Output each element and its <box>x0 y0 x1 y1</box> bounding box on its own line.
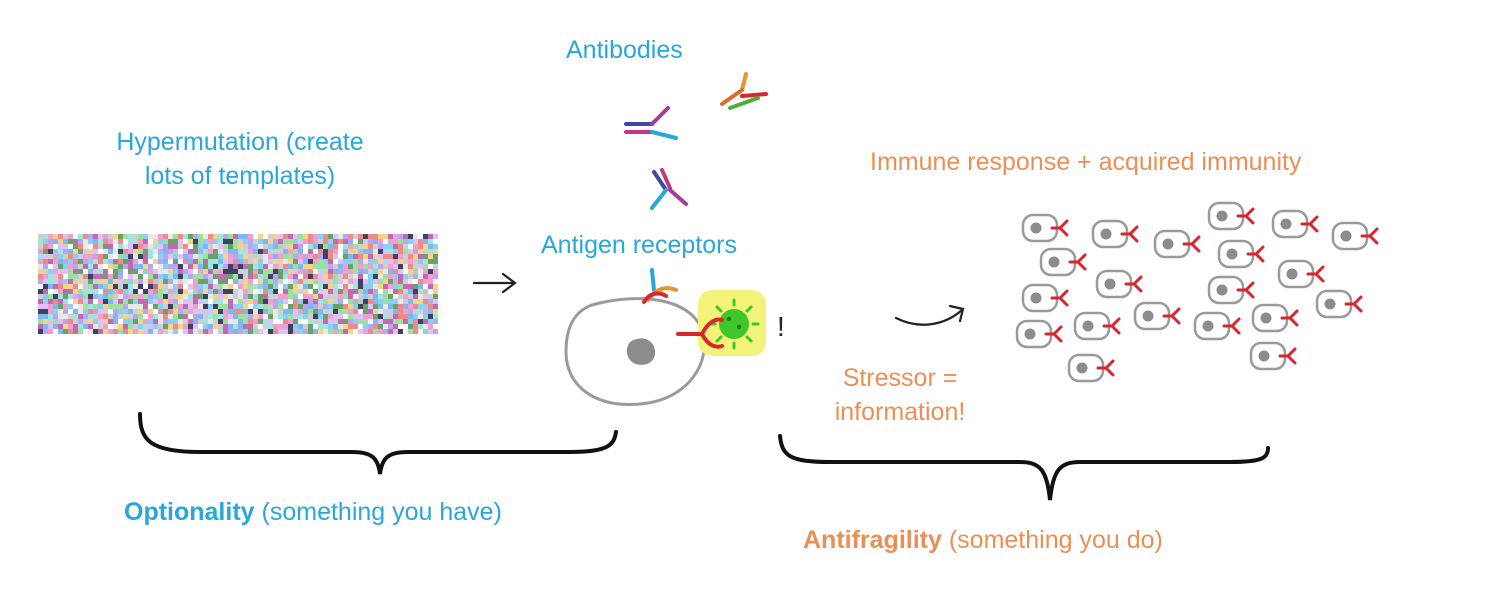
stressor-label-line1: Stressor = <box>842 364 958 392</box>
optionality-term: Optionality <box>124 498 255 526</box>
immune-cell-icon <box>1207 201 1255 231</box>
hypermutation-label-line1: Hypermutation (create <box>116 128 364 156</box>
pathogen-icon <box>708 298 760 350</box>
antibody-icon <box>624 106 678 140</box>
immune-cell-icon <box>1315 289 1363 319</box>
immune-cell-icon <box>1251 303 1299 333</box>
immune-cell-icon <box>1249 341 1297 371</box>
antibody-icon <box>720 72 768 110</box>
stressor-label-line2: information! <box>834 398 966 426</box>
immune-cell-icon <box>1095 269 1143 299</box>
immune-cell-icon <box>1021 213 1069 243</box>
stressor-label: Stressor = information! <box>790 362 1010 428</box>
antigen-receptors-label: Antigen receptors <box>541 231 737 259</box>
immune-cell-icon <box>1067 353 1115 383</box>
arrow-to-immune-response-icon <box>894 304 965 326</box>
arrow-to-cell-icon <box>472 272 517 294</box>
immune-cell-icon <box>1331 221 1379 251</box>
antifragility-description: (something you do) <box>941 526 1163 554</box>
optionality-brace <box>138 412 618 475</box>
antifragility-caption: Antifragility (something you do) <box>803 524 1163 556</box>
immune-cell-icon <box>1217 239 1265 269</box>
hypermutation-label: Hypermutation (create lots of templates) <box>40 126 440 192</box>
immune-cell-icon <box>1073 311 1121 341</box>
immune-cell-icon <box>1277 259 1325 289</box>
immune-cell-icon <box>1133 301 1181 331</box>
immune-cell-icon <box>1015 319 1063 349</box>
immune-cell-icon <box>1271 209 1319 239</box>
hypermutation-templates-mosaic <box>38 234 438 334</box>
immune-cell-icon <box>1021 283 1069 313</box>
hypermutation-label-line2: lots of templates) <box>144 162 336 190</box>
immune-response-label: Immune response + acquired immunity <box>870 148 1302 176</box>
optionality-caption: Optionality (something you have) <box>124 496 502 528</box>
antibodies-label: Antibodies <box>566 36 683 64</box>
immune-cell-icon <box>1091 219 1139 249</box>
optionality-description: (something you have) <box>254 498 502 526</box>
bound-receptor-icon <box>676 317 724 349</box>
antigen-receptor-icon <box>642 268 678 304</box>
antifragility-brace <box>778 434 1270 501</box>
immune-cell-icon <box>1039 247 1087 277</box>
exclamation-mark: ! <box>777 311 785 342</box>
acquired-immunity-cell-population <box>1015 201 1379 383</box>
b-cell-icon <box>564 297 706 406</box>
immune-cell-icon <box>1153 229 1201 259</box>
antibody-icon <box>650 168 688 210</box>
immune-cell-icon <box>1207 275 1255 305</box>
antifragility-term: Antifragility <box>803 526 942 554</box>
immune-cell-icon <box>1193 311 1241 341</box>
